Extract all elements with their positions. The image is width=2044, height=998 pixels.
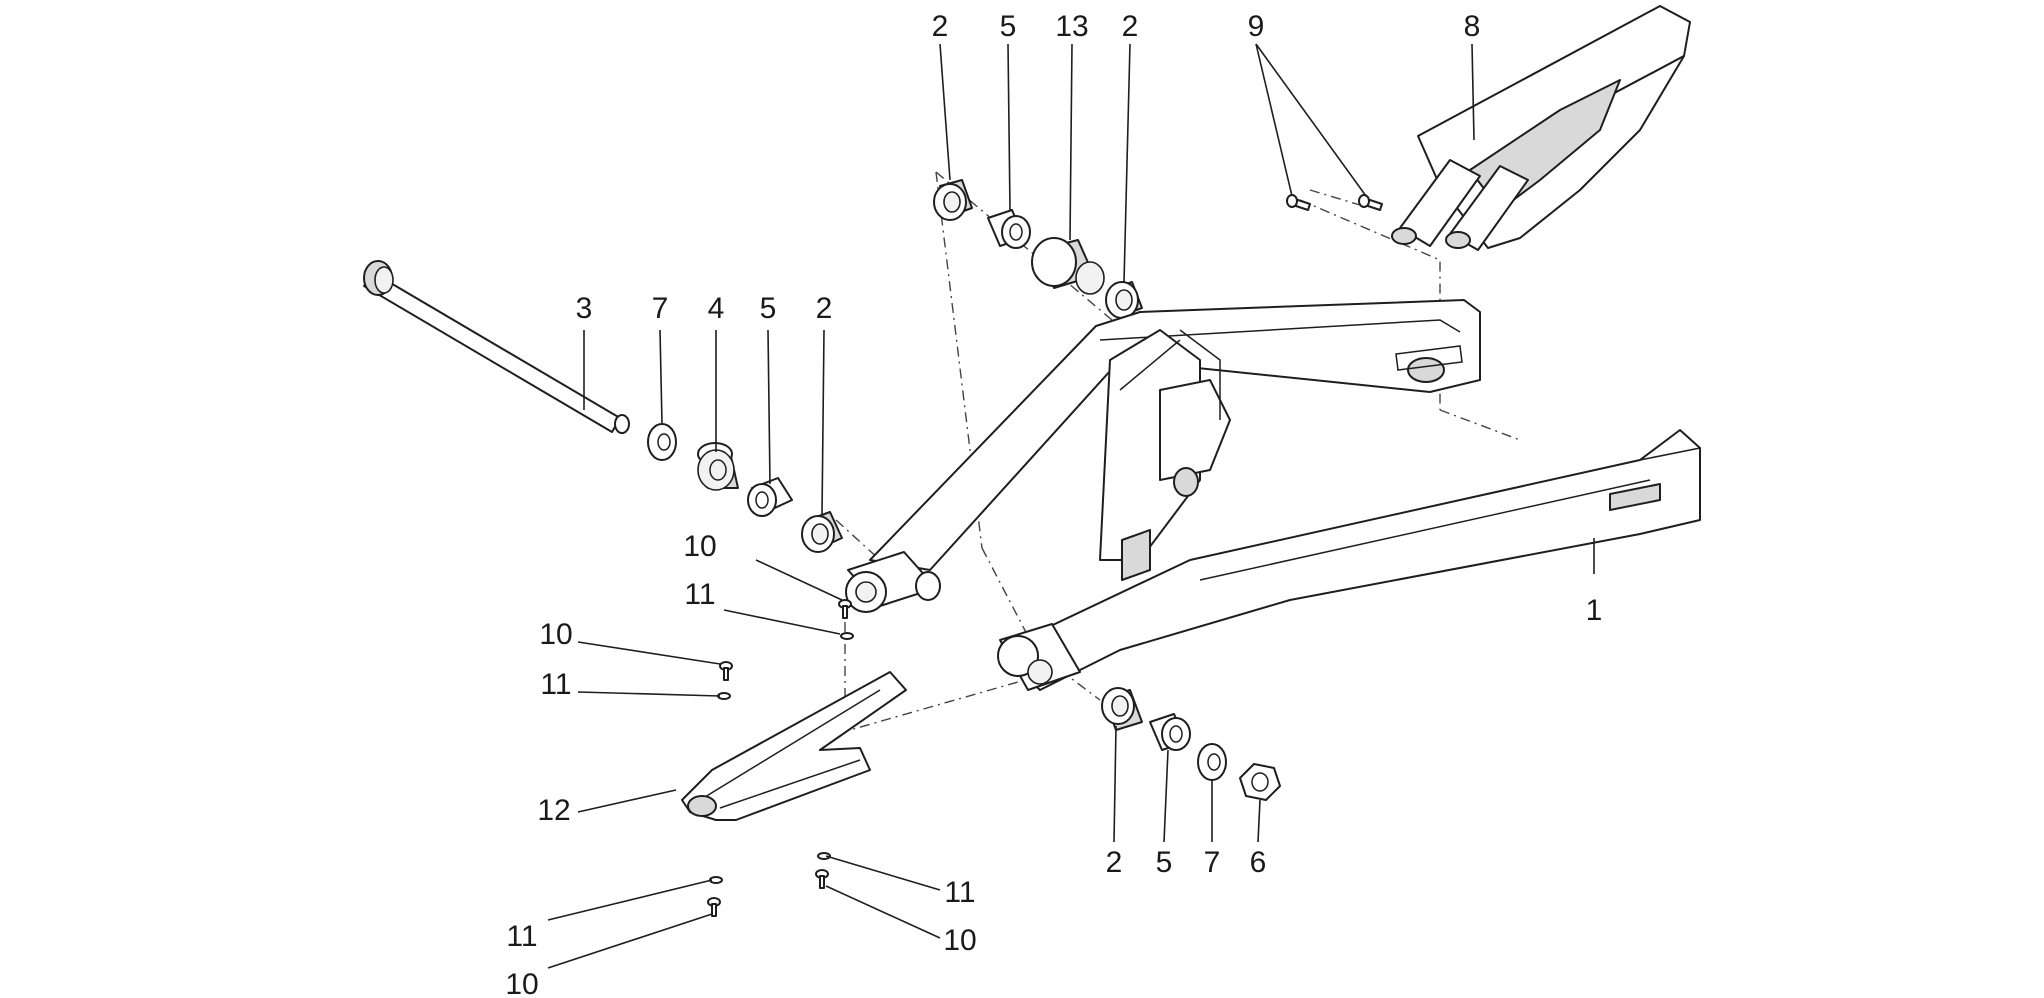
callout-bearing-top-left: 2 <box>932 10 949 43</box>
callout-labels: 1 2 5 13 2 9 8 3 7 4 5 2 10 11 10 11 12 … <box>505 10 1602 998</box>
chain-guard-screws <box>1286 194 1383 211</box>
swingarm <box>845 299 1701 691</box>
leader-lines <box>547 43 1595 969</box>
callout-bearing-top-right: 2 <box>1122 10 1139 43</box>
callout-washer-bottom: 7 <box>1204 846 1221 879</box>
callout-screws: 9 <box>1248 10 1265 43</box>
bearing-bottom <box>1101 687 1143 731</box>
bearing-top-left <box>933 179 973 221</box>
callout-bearing-bottom: 2 <box>1106 846 1123 879</box>
callout-bushing-top: 13 <box>1055 10 1088 43</box>
spacer-bottom <box>1149 713 1191 751</box>
nut-bottom <box>1239 763 1281 801</box>
callout-screw-c: 10 <box>505 968 538 998</box>
small-fasteners <box>707 599 854 917</box>
chain-slider <box>681 671 907 821</box>
callout-swingarm: 1 <box>1586 594 1603 627</box>
callout-screw-d: 10 <box>943 924 976 957</box>
callout-bushing-left: 4 <box>708 292 725 325</box>
washer-bottom <box>1197 743 1227 781</box>
callout-washer-c: 11 <box>506 920 537 953</box>
callout-chain-slider: 12 <box>537 794 570 827</box>
callout-pivot-axle: 3 <box>576 292 593 325</box>
bushing-top <box>1031 237 1105 295</box>
callout-spacer-left: 5 <box>760 292 777 325</box>
callout-washer-d: 11 <box>944 876 975 909</box>
bushing-left <box>697 442 739 491</box>
callout-washer-left: 7 <box>652 292 669 325</box>
callout-nut-bottom: 6 <box>1250 846 1267 879</box>
callout-screw-a: 10 <box>683 530 716 563</box>
callout-spacer-bottom: 5 <box>1156 846 1173 879</box>
callout-washer-b: 11 <box>540 668 571 701</box>
callout-bearing-left: 2 <box>816 292 833 325</box>
callout-screw-b: 10 <box>539 618 572 651</box>
callout-spacer-top-left: 5 <box>1000 10 1017 43</box>
callout-chain-guard: 8 <box>1464 10 1481 43</box>
bearing-top-right <box>1105 281 1143 319</box>
spacer-left <box>747 477 793 517</box>
chain-guard <box>1391 5 1691 251</box>
spacer-top-left <box>987 209 1031 249</box>
pivot-axle <box>363 260 630 434</box>
washer-left <box>647 423 677 461</box>
bearing-left <box>801 511 843 553</box>
callout-washer-a: 11 <box>684 578 715 611</box>
